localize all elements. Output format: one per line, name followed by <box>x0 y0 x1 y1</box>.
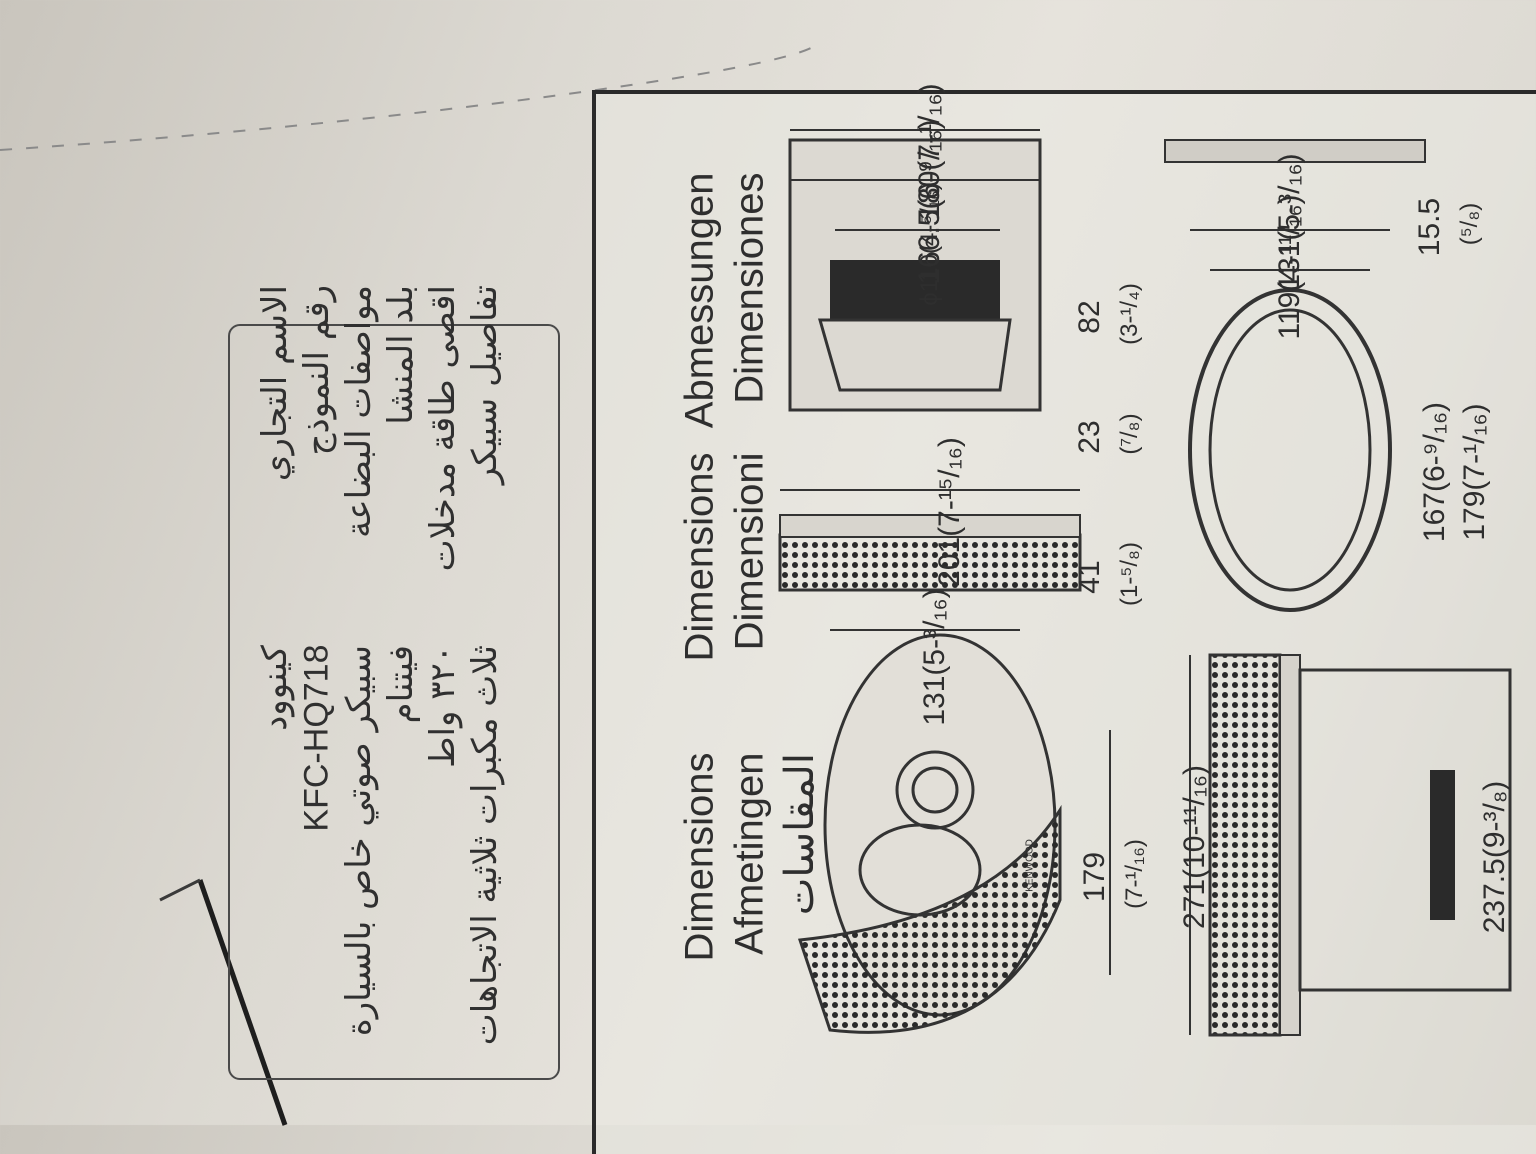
dim-long-length: 271(10-¹¹/₁₆) <box>1178 765 1211 929</box>
dim-cutout-h2: 179(7-¹/₁₆) <box>1458 403 1491 541</box>
dim-grille-depth: 41 <box>1073 560 1106 594</box>
dim-thickness: 15.5 <box>1413 197 1446 257</box>
dim-grille-depth-in: (1-⁵/₈) <box>1116 542 1143 606</box>
long-grille-drawing <box>1189 653 1512 1037</box>
dim-side-depth: 82 <box>1073 300 1106 334</box>
dim-side-mount: 23 <box>1073 420 1106 454</box>
spec-panel <box>228 324 560 1080</box>
side-view-drawing <box>788 129 1042 412</box>
dim-long-length2: 237.5(9-³/₈) <box>1478 780 1511 934</box>
background-art <box>0 39 821 1126</box>
front-view-drawing <box>797 629 1111 1034</box>
dim-thickness-in: (⁵/₈) <box>1456 202 1483 246</box>
dim-cutout-inner: 119(4-¹¹/₁₆) <box>1273 194 1306 340</box>
speaker-drawings <box>778 129 1512 1037</box>
brand-mark-logo: KENWOOD <box>1024 839 1036 892</box>
dim-side-mount-in: (⁷/₈) <box>1116 413 1143 455</box>
dim-cutout-h1: 167(6-⁹/₁₆) <box>1418 401 1451 543</box>
dim-front-height-in: (7-¹/₁₆) <box>1121 839 1148 909</box>
dim-grille-width: 201(7-¹⁵/₁₆) <box>933 437 966 587</box>
dim-side-magnet: ϕ110(4-⁵/₁₆) <box>916 182 943 306</box>
grille-side-drawing <box>778 489 1082 592</box>
dimensions-frame <box>592 90 1536 1154</box>
dim-side-depth-in: (3-¹/₄) <box>1116 283 1143 345</box>
dim-front-height: 179 <box>1078 851 1111 903</box>
cutout-template-drawing <box>1164 139 1426 612</box>
